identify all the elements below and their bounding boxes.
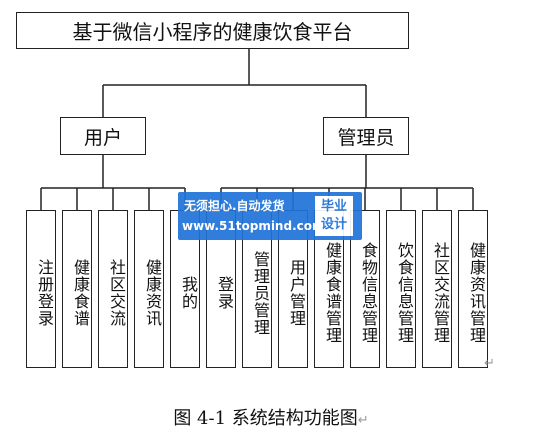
root-label: 基于微信小程序的健康饮食平台: [72, 20, 353, 44]
leaf-health-news: 健康资讯: [134, 210, 164, 368]
root-node: 基于微信小程序的健康饮食平台: [16, 12, 409, 49]
return-mark-diagram: ↵: [484, 356, 495, 371]
leaf-register-login: 注册登录: [26, 210, 56, 368]
leaf-food-info-manage: 食物信息管理: [350, 210, 380, 368]
watermark-banner: 无须担心.自动发货 www.51topmind.com 毕业 设计: [178, 192, 362, 240]
group-label-admin: 管理员: [337, 126, 395, 149]
watermark-badge: 毕业 设计: [315, 196, 353, 236]
figure-caption: 图 4-1 系统结构功能图↵: [173, 408, 369, 429]
group-node-user: 用户: [60, 117, 146, 155]
leaf-news-manage: 健康资讯管理: [458, 210, 488, 368]
leaf-community: 社区交流: [98, 210, 128, 368]
watermark-line1: 无须担心.自动发货: [184, 199, 285, 213]
leaf-health-recipes: 健康食谱: [62, 210, 92, 368]
watermark-line2: www.51topmind.com: [182, 219, 325, 233]
return-mark-caption: ↵: [357, 413, 369, 428]
leaf-diet-info-manage: 饮食信息管理: [386, 210, 416, 368]
leaf-community-manage: 社区交流管理: [422, 210, 452, 368]
group-label-user: 用户: [83, 126, 122, 149]
group-node-admin: 管理员: [323, 117, 409, 155]
